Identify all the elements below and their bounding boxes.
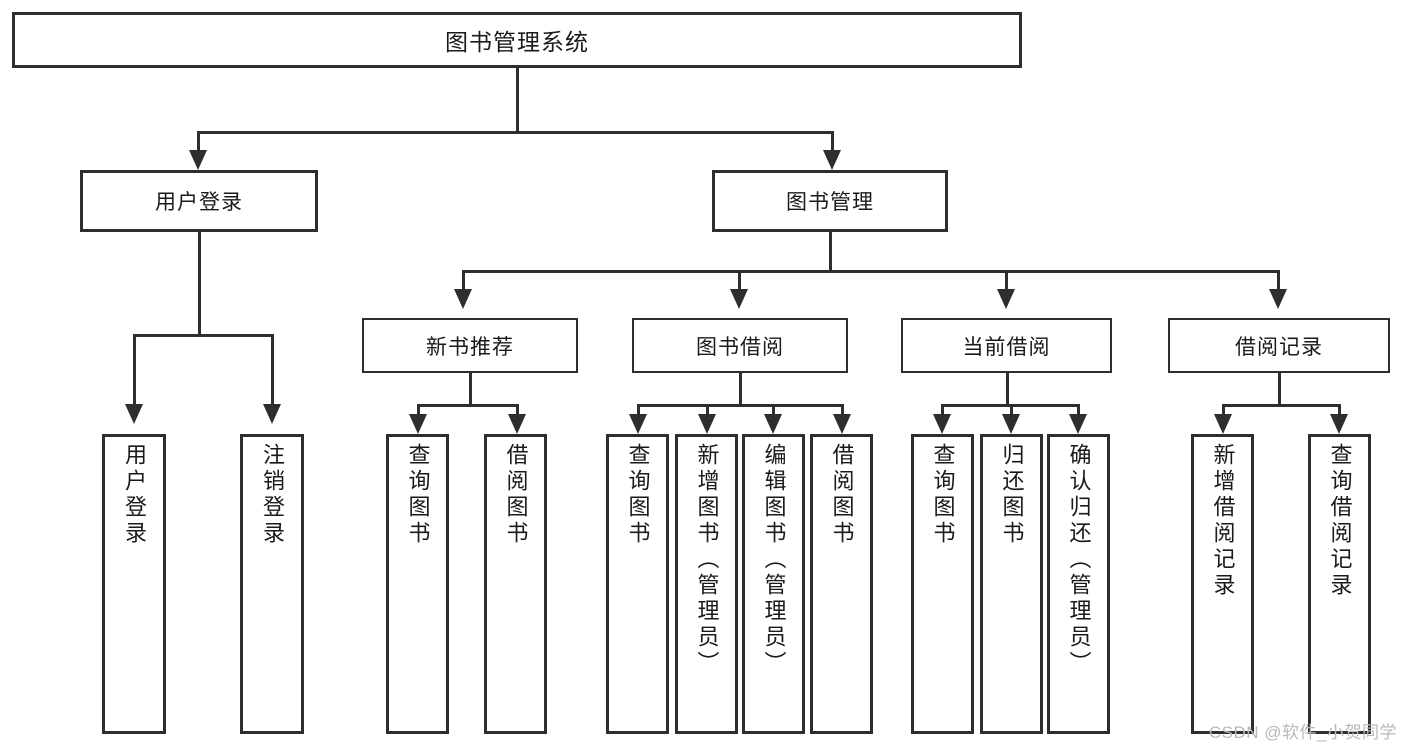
leaf-edit-book[interactable]: 编辑图书（管理员） (742, 434, 805, 734)
leaf-label: 查询借阅记录 (1327, 443, 1353, 599)
node-book-borrow[interactable]: 图书借阅 (632, 318, 848, 373)
arrow-current-borrow (997, 289, 1015, 309)
leaf-return-book[interactable]: 归还图书 (980, 434, 1043, 734)
node-label: 用户登录 (155, 191, 243, 214)
arrow-new-book-recommend (454, 289, 472, 309)
connector-drop-leaf-logout (271, 334, 274, 406)
arrow-q-book-3 (933, 414, 951, 434)
connector-drop-leaf-user-login (133, 334, 136, 406)
node-label: 当前借阅 (962, 335, 1051, 359)
leaf-query-record[interactable]: 查询借阅记录 (1308, 434, 1371, 734)
arrow-add-record (1214, 414, 1232, 434)
leaf-label: 新增借阅记录 (1210, 443, 1236, 599)
connector-level2-bus (462, 270, 1277, 273)
connector-drop-confirm-return (1077, 404, 1080, 416)
leaf-borrow-book-1[interactable]: 借阅图书 (484, 434, 547, 734)
leaf-query-book-2[interactable]: 查询图书 (606, 434, 669, 734)
leaf-label: 借阅图书 (503, 443, 529, 547)
arrow-book-borrow (730, 289, 748, 309)
node-user-login[interactable]: 用户登录 (80, 170, 318, 232)
arrow-confirm-return (1069, 414, 1087, 434)
connector-book-borrow-stem (739, 373, 742, 406)
arrow-borrow-record (1269, 289, 1287, 309)
connector-book-manage-stem (829, 232, 832, 272)
arrow-leaf-user-login (125, 404, 143, 424)
leaf-label: 注销登录 (260, 443, 285, 547)
leaf-query-book-3[interactable]: 查询图书 (911, 434, 974, 734)
leaf-add-book[interactable]: 新增图书（管理员） (675, 434, 738, 734)
leaf-logout-login[interactable]: 注销登录 (240, 434, 304, 734)
arrow-q-book-2 (629, 414, 647, 434)
leaf-user-login[interactable]: 用户登录 (102, 434, 166, 734)
leaf-label: 新增图书（管理员） (694, 443, 720, 677)
node-current-borrow[interactable]: 当前借阅 (901, 318, 1112, 373)
connector-borrow-record-stem (1278, 373, 1281, 406)
connector-drop-b-book-1 (516, 404, 519, 416)
arrow-query-record (1330, 414, 1348, 434)
connector-root-stem (516, 68, 519, 133)
connector-drop-q-book-2 (637, 404, 640, 416)
leaf-label: 查询图书 (930, 443, 956, 547)
connector-root-bus (197, 131, 834, 134)
node-book-manage[interactable]: 图书管理 (712, 170, 948, 232)
connector-drop-borrow-record (1277, 270, 1280, 292)
arrow-return-book (1002, 414, 1020, 434)
leaf-query-book-1[interactable]: 查询图书 (386, 434, 449, 734)
connector-borrow-record-bus (1222, 404, 1341, 407)
connector-drop-return-book (1010, 404, 1013, 416)
arrow-b-book-1 (508, 414, 526, 434)
arrow-book-manage (823, 150, 841, 170)
arrow-q-book-1 (409, 414, 427, 434)
arrow-edit-book (764, 414, 782, 434)
connector-drop-query-record (1338, 404, 1341, 416)
node-label: 图书管理 (786, 191, 874, 214)
leaf-label: 借阅图书 (829, 443, 855, 547)
leaf-label: 归还图书 (999, 443, 1025, 547)
node-root-system[interactable]: 图书管理系统 (12, 12, 1022, 68)
watermark-text: CSDN @软件_小贺同学 (1208, 723, 1397, 742)
connector-user-login-bus (133, 334, 273, 337)
connector-drop-q-book-3 (941, 404, 944, 416)
arrow-add-book (698, 414, 716, 434)
leaf-label: 确认归还（管理员） (1066, 443, 1092, 677)
arrow-leaf-logout (263, 404, 281, 424)
arrow-b-book-2 (833, 414, 851, 434)
leaf-label: 查询图书 (405, 443, 431, 547)
connector-book-borrow-bus (637, 404, 844, 407)
node-new-book-recommend[interactable]: 新书推荐 (362, 318, 578, 373)
connector-new-book-stem (469, 373, 472, 406)
connector-user-login-stem (198, 232, 201, 337)
node-label: 图书借阅 (696, 335, 784, 359)
arrow-user-login (189, 150, 207, 170)
leaf-confirm-return[interactable]: 确认归还（管理员） (1047, 434, 1110, 734)
connector-drop-current-borrow (1005, 270, 1008, 292)
node-label: 借阅记录 (1235, 335, 1323, 359)
connector-drop-add-book (706, 404, 709, 416)
leaf-add-record[interactable]: 新增借阅记录 (1191, 434, 1254, 734)
leaf-label: 查询图书 (625, 443, 651, 547)
connector-new-book-bus (417, 404, 519, 407)
leaf-label: 编辑图书（管理员） (761, 443, 787, 677)
connector-drop-b-book-2 (841, 404, 844, 416)
connector-drop-q-book-1 (417, 404, 420, 416)
connector-drop-book-manage (831, 131, 834, 153)
leaf-label: 用户登录 (122, 443, 147, 547)
node-label: 新书推荐 (426, 335, 514, 359)
node-label: 图书管理系统 (445, 29, 589, 55)
leaf-borrow-book-2[interactable]: 借阅图书 (810, 434, 873, 734)
connector-drop-edit-book (772, 404, 775, 416)
connector-current-borrow-stem (1006, 373, 1009, 406)
connector-drop-add-record (1222, 404, 1225, 416)
node-borrow-record[interactable]: 借阅记录 (1168, 318, 1390, 373)
connector-drop-book-borrow (738, 270, 741, 292)
connector-drop-new-book (462, 270, 465, 292)
connector-drop-user-login (197, 131, 200, 153)
